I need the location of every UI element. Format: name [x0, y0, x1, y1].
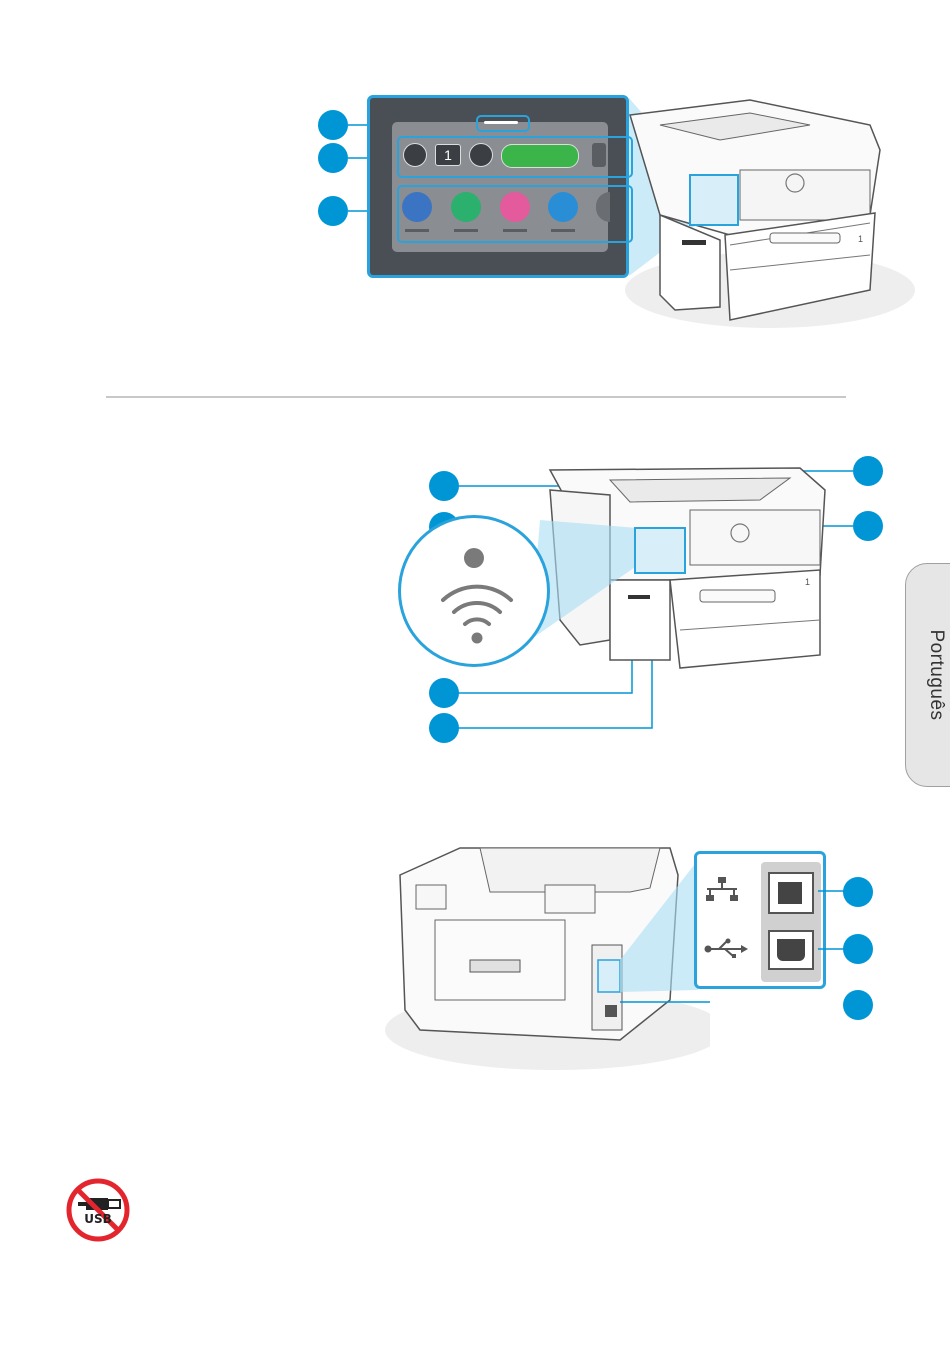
scan-app-icon[interactable] [500, 192, 530, 222]
tray-number-label: 1 [858, 234, 863, 244]
wireless-light-indicator [464, 548, 484, 568]
section-divider [106, 396, 846, 398]
wireless-button-zoom [398, 515, 550, 667]
ethernet-icon [705, 876, 739, 904]
settings-adjust-icon-2[interactable] [469, 143, 493, 167]
usb-icon [703, 938, 749, 960]
tray-number-label-2: 1 [805, 577, 810, 587]
wifi-icon[interactable] [437, 578, 517, 648]
app-label-1 [405, 229, 429, 232]
more-button[interactable] [592, 143, 606, 167]
callout-3-3 [843, 990, 873, 1020]
language-tab[interactable]: Português [905, 563, 950, 787]
ethernet-port[interactable] [768, 872, 814, 914]
copy-app-icon[interactable] [451, 192, 481, 222]
app-label-3 [503, 229, 527, 232]
callout-3-2 [843, 934, 873, 964]
control-panel-zoom: 1 [367, 95, 629, 278]
rear-ports-zoom [694, 851, 826, 989]
print-app-icon[interactable] [548, 192, 578, 222]
usb-port[interactable] [768, 930, 814, 970]
settings-adjust-icon[interactable] [403, 143, 427, 167]
app-label-4 [551, 229, 575, 232]
start-button[interactable] [501, 144, 579, 168]
printer-front-illustration-top: 1 [600, 95, 920, 345]
printer-rear-illustration [380, 830, 710, 1070]
no-usb-text: USB [82, 1212, 114, 1226]
copies-count[interactable]: 1 [435, 144, 461, 166]
app-label-2 [454, 229, 478, 232]
callout-3-1 [843, 877, 873, 907]
menu-app-icon[interactable] [402, 192, 432, 222]
no-usb-drive-sign: USB [66, 1178, 130, 1242]
language-label: Português [925, 629, 947, 720]
home-indicator-bar [484, 121, 518, 124]
